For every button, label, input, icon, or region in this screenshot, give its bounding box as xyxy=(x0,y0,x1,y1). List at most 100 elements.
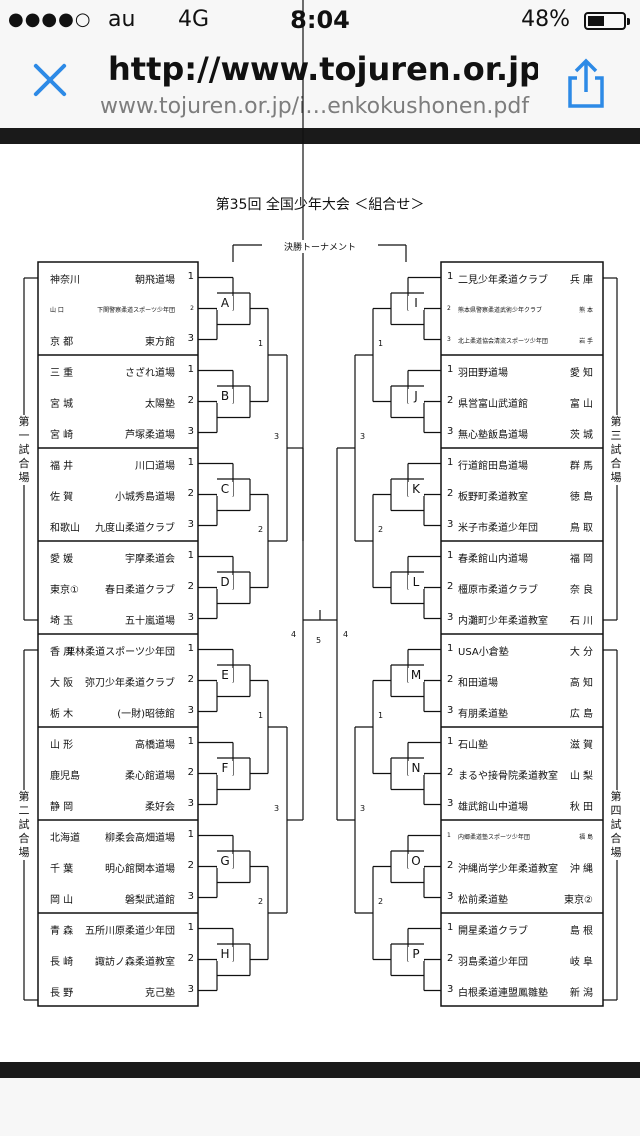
team-seed-number: 1 xyxy=(447,922,454,933)
pool-label: A xyxy=(217,296,233,310)
team-seed-number: 3 xyxy=(187,333,194,344)
team-seed-number: 1 xyxy=(187,829,194,840)
round-number: 4 xyxy=(343,630,349,639)
team-prefecture: 愛 知 xyxy=(569,368,593,379)
team-seed-number: 1 xyxy=(187,736,194,747)
team-seed-number: 3 xyxy=(447,426,454,437)
team-club: 下関警察柔道スポーツ少年団 xyxy=(97,307,175,314)
team-club: 五十嵐道場 xyxy=(125,616,175,627)
team-prefecture: 沖 縄 xyxy=(569,864,593,875)
team-seed-number: 2 xyxy=(187,860,194,871)
team-club: 弥刀少年柔道クラブ xyxy=(85,678,175,689)
team-prefecture: 広 島 xyxy=(569,709,593,720)
team-prefecture: 福 岡 xyxy=(569,554,593,565)
team-seed-number: 3 xyxy=(187,705,194,716)
team-prefecture: 鹿児島 xyxy=(50,771,80,782)
team-seed-number: 1 xyxy=(187,643,194,654)
team-prefecture: 山 梨 xyxy=(569,771,593,782)
team-club: 行道館田島道場 xyxy=(458,461,528,472)
round-number: 2 xyxy=(378,525,384,534)
team-seed-number: 3 xyxy=(447,984,454,995)
team-prefecture: 島 根 xyxy=(569,926,593,937)
share-icon[interactable] xyxy=(562,58,610,110)
team-seed-number: 2 xyxy=(447,860,454,871)
round-number: 1 xyxy=(258,339,264,348)
team-seed-number: 1 xyxy=(187,271,194,282)
team-seed-number: 1 xyxy=(187,364,194,375)
round-number: 3 xyxy=(360,804,366,813)
team-club: 朝飛道場 xyxy=(135,275,175,286)
browser-bottom-area xyxy=(0,1078,640,1136)
team-club: 克己塾 xyxy=(145,988,175,999)
team-row: 徳 島 板野町柔道教室 2 xyxy=(441,479,603,510)
team-prefecture: 宮 城 xyxy=(50,399,74,410)
round-number: 4 xyxy=(291,630,297,639)
team-club: 雄武館山中道場 xyxy=(458,802,528,813)
team-prefecture: 高 知 xyxy=(569,678,593,689)
team-seed-number: 2 xyxy=(447,488,454,499)
team-seed-number: 1 xyxy=(447,832,451,839)
team-seed-number: 1 xyxy=(187,922,194,933)
carrier-name: au xyxy=(108,7,136,32)
team-seed-number: 1 xyxy=(447,457,454,468)
round-number: 1 xyxy=(378,711,384,720)
round-number: 2 xyxy=(258,525,264,534)
team-seed-number: 2 xyxy=(187,395,194,406)
team-club: 松前柔道塾 xyxy=(458,895,508,906)
pool-label: O xyxy=(408,854,424,868)
team-seed-number: 2 xyxy=(187,488,194,499)
team-club: (一財)昭徳館 xyxy=(117,709,175,720)
team-prefecture: 山 形 xyxy=(50,740,74,751)
team-club: 諏訪ノ森柔道教室 xyxy=(95,957,175,968)
signal-strength-icon: ●●●●○ xyxy=(8,9,92,30)
team-prefecture: 和歌山 xyxy=(50,523,80,534)
url-subtitle[interactable]: www.tojuren.or.jp/i…enkokushonen.pdf xyxy=(100,94,530,119)
team-seed-number: 1 xyxy=(447,271,454,282)
team-club: 磐梨武道館 xyxy=(125,895,175,906)
team-prefecture: 香 川 xyxy=(50,647,74,658)
team-seed-number: 3 xyxy=(187,798,194,809)
team-club: 和田道場 xyxy=(458,678,498,689)
team-seed-number: 2 xyxy=(190,305,194,312)
team-prefecture: 徳 島 xyxy=(569,492,593,503)
team-prefecture: 茨 城 xyxy=(569,430,593,441)
team-seed-number: 2 xyxy=(447,581,454,592)
team-club: 石山塾 xyxy=(458,740,488,751)
browser-url-bar: http://www.tojuren.or.jp/… www.tojuren.o… xyxy=(0,40,640,128)
team-prefecture: 滋 賀 xyxy=(569,740,593,751)
team-club: 板野町柔道教室 xyxy=(458,492,528,503)
team-prefecture: 静 岡 xyxy=(50,802,74,813)
url-title[interactable]: http://www.tojuren.or.jp/… xyxy=(108,50,538,88)
team-seed-number: 1 xyxy=(447,643,454,654)
team-club: 春柔館山内道場 xyxy=(458,554,528,565)
venue-label: 第三試合場 xyxy=(609,415,623,485)
pool-label: F xyxy=(217,761,233,775)
team-seed-number: 1 xyxy=(447,364,454,375)
team-seed-number: 3 xyxy=(447,612,454,623)
team-club: 開星柔道クラブ xyxy=(458,926,528,937)
team-seed-number: 2 xyxy=(187,674,194,685)
status-bar: ●●●●○ au 4G 8:04 48% xyxy=(0,0,640,40)
team-prefecture: 三 重 xyxy=(50,368,74,379)
team-prefecture: 長 野 xyxy=(50,988,74,999)
team-club: 九度山柔道クラブ xyxy=(95,523,175,534)
team-prefecture: 奈 良 xyxy=(569,585,593,596)
team-club: 小城秀島道場 xyxy=(115,492,175,503)
pdf-page[interactable] xyxy=(0,144,640,1062)
